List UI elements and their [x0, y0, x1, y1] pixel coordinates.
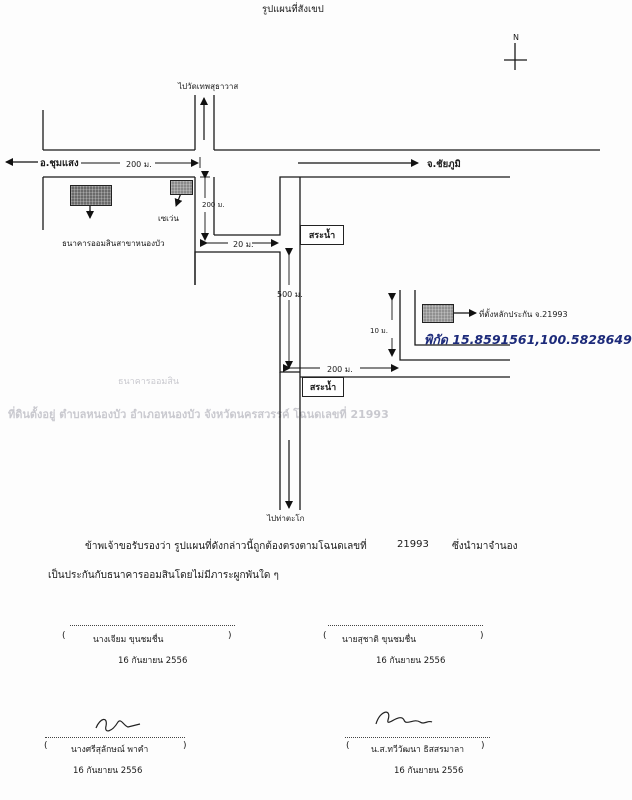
cert-line2: เป็นประกันกับธนาคารออมสินโดยไม่มีภาระผูก…	[48, 570, 279, 581]
road-lines	[42, 43, 600, 510]
label-bank: ธนาคารออมสินสาขาหนองบัว	[62, 239, 165, 248]
cert-line1-prefix: ข้าพเจ้าขอรับรองว่า รูปแผนที่ดังกล่าวนี้…	[85, 541, 367, 552]
label-chaiyaphum: จ.ชัยภูมิ	[427, 159, 461, 170]
label-collateral: ที่ตั้งหลักประกัน จ.21993	[479, 310, 568, 319]
handwritten-coordinates: พิกัด 15.8591561,100.5828649	[424, 332, 632, 347]
pond-label-upper: สระน้ำ	[308, 231, 336, 241]
label-seven-eleven: เซเว่น	[158, 214, 179, 223]
cert-deed-number: 21993	[397, 539, 429, 550]
paren-open-1: (	[62, 631, 66, 641]
signer-date-3: 16 กันยายน 2556	[73, 766, 143, 776]
bank-building-icon	[70, 185, 112, 206]
signer-date-2: 16 กันยายน 2556	[376, 656, 446, 666]
signature-line-3	[45, 737, 185, 738]
signer-name-2: นายสุชาติ ขุนชมชื่น	[342, 635, 417, 645]
page-title: รูปแผนที่สังเขป	[262, 4, 324, 15]
label-chumsaeng: อ.ชุมแสง	[38, 156, 81, 171]
paren-close-2: )	[480, 631, 484, 641]
signature-line-4	[345, 737, 490, 738]
bleed-text-b: ที่ดินตั้งอยู่ ตำบลหนองบัว อำเภอหนองบัว …	[8, 408, 389, 421]
dim-500: 500 ม.	[277, 290, 303, 299]
collateral-land-icon	[422, 304, 454, 323]
label-to-thatako: ไปท่าตะโก	[267, 514, 305, 523]
cert-line1-suffix: ซึ่งนำมาจำนอง	[452, 541, 518, 552]
pond-label-lower: สระน้ำ	[309, 383, 337, 393]
paren-open-2: (	[323, 631, 327, 641]
seven-eleven-building-icon	[170, 180, 193, 195]
dim-10: 10 ม.	[370, 327, 388, 335]
signer-date-1: 16 กันยายน 2556	[118, 656, 188, 666]
paren-close-3: )	[183, 741, 187, 751]
signature-sriluk	[95, 718, 141, 732]
label-to-temple: ไปวัดเทพสุธาวาส	[178, 82, 239, 91]
signer-name-4: น.ส.ทวีวัฒนา ธิสสรมาลา	[371, 745, 465, 755]
signer-name-3: นางศรีสุลักษณ์ พาคำ	[71, 745, 149, 755]
paren-close-1: )	[228, 631, 232, 641]
signer-date-4: 16 กันยายน 2556	[394, 766, 464, 776]
bleed-text-a: ธนาคารออมสิน	[118, 377, 179, 387]
map-drawing	[5, 43, 600, 732]
dim-20: 20 ม.	[233, 240, 254, 249]
signer-name-1: นางเจียม ขุนชมชื่น	[93, 635, 164, 645]
pond-box-upper: สระน้ำ	[300, 225, 344, 245]
signature-thaweewattana	[375, 711, 433, 725]
dim-200-bottom: 200 ม.	[327, 365, 353, 374]
paren-close-4: )	[481, 741, 485, 751]
paren-open-4: (	[346, 741, 350, 751]
dim-200-top: 200 ม.	[126, 160, 152, 169]
dim-200-vertical: 200 ม.	[202, 201, 225, 209]
signature-line-2	[328, 625, 483, 626]
pond-box-lower: สระน้ำ	[302, 377, 344, 397]
direction-arrows	[5, 97, 477, 509]
signature-line-1	[70, 625, 235, 626]
north-label: N	[513, 33, 519, 42]
paren-open-3: (	[44, 741, 48, 751]
